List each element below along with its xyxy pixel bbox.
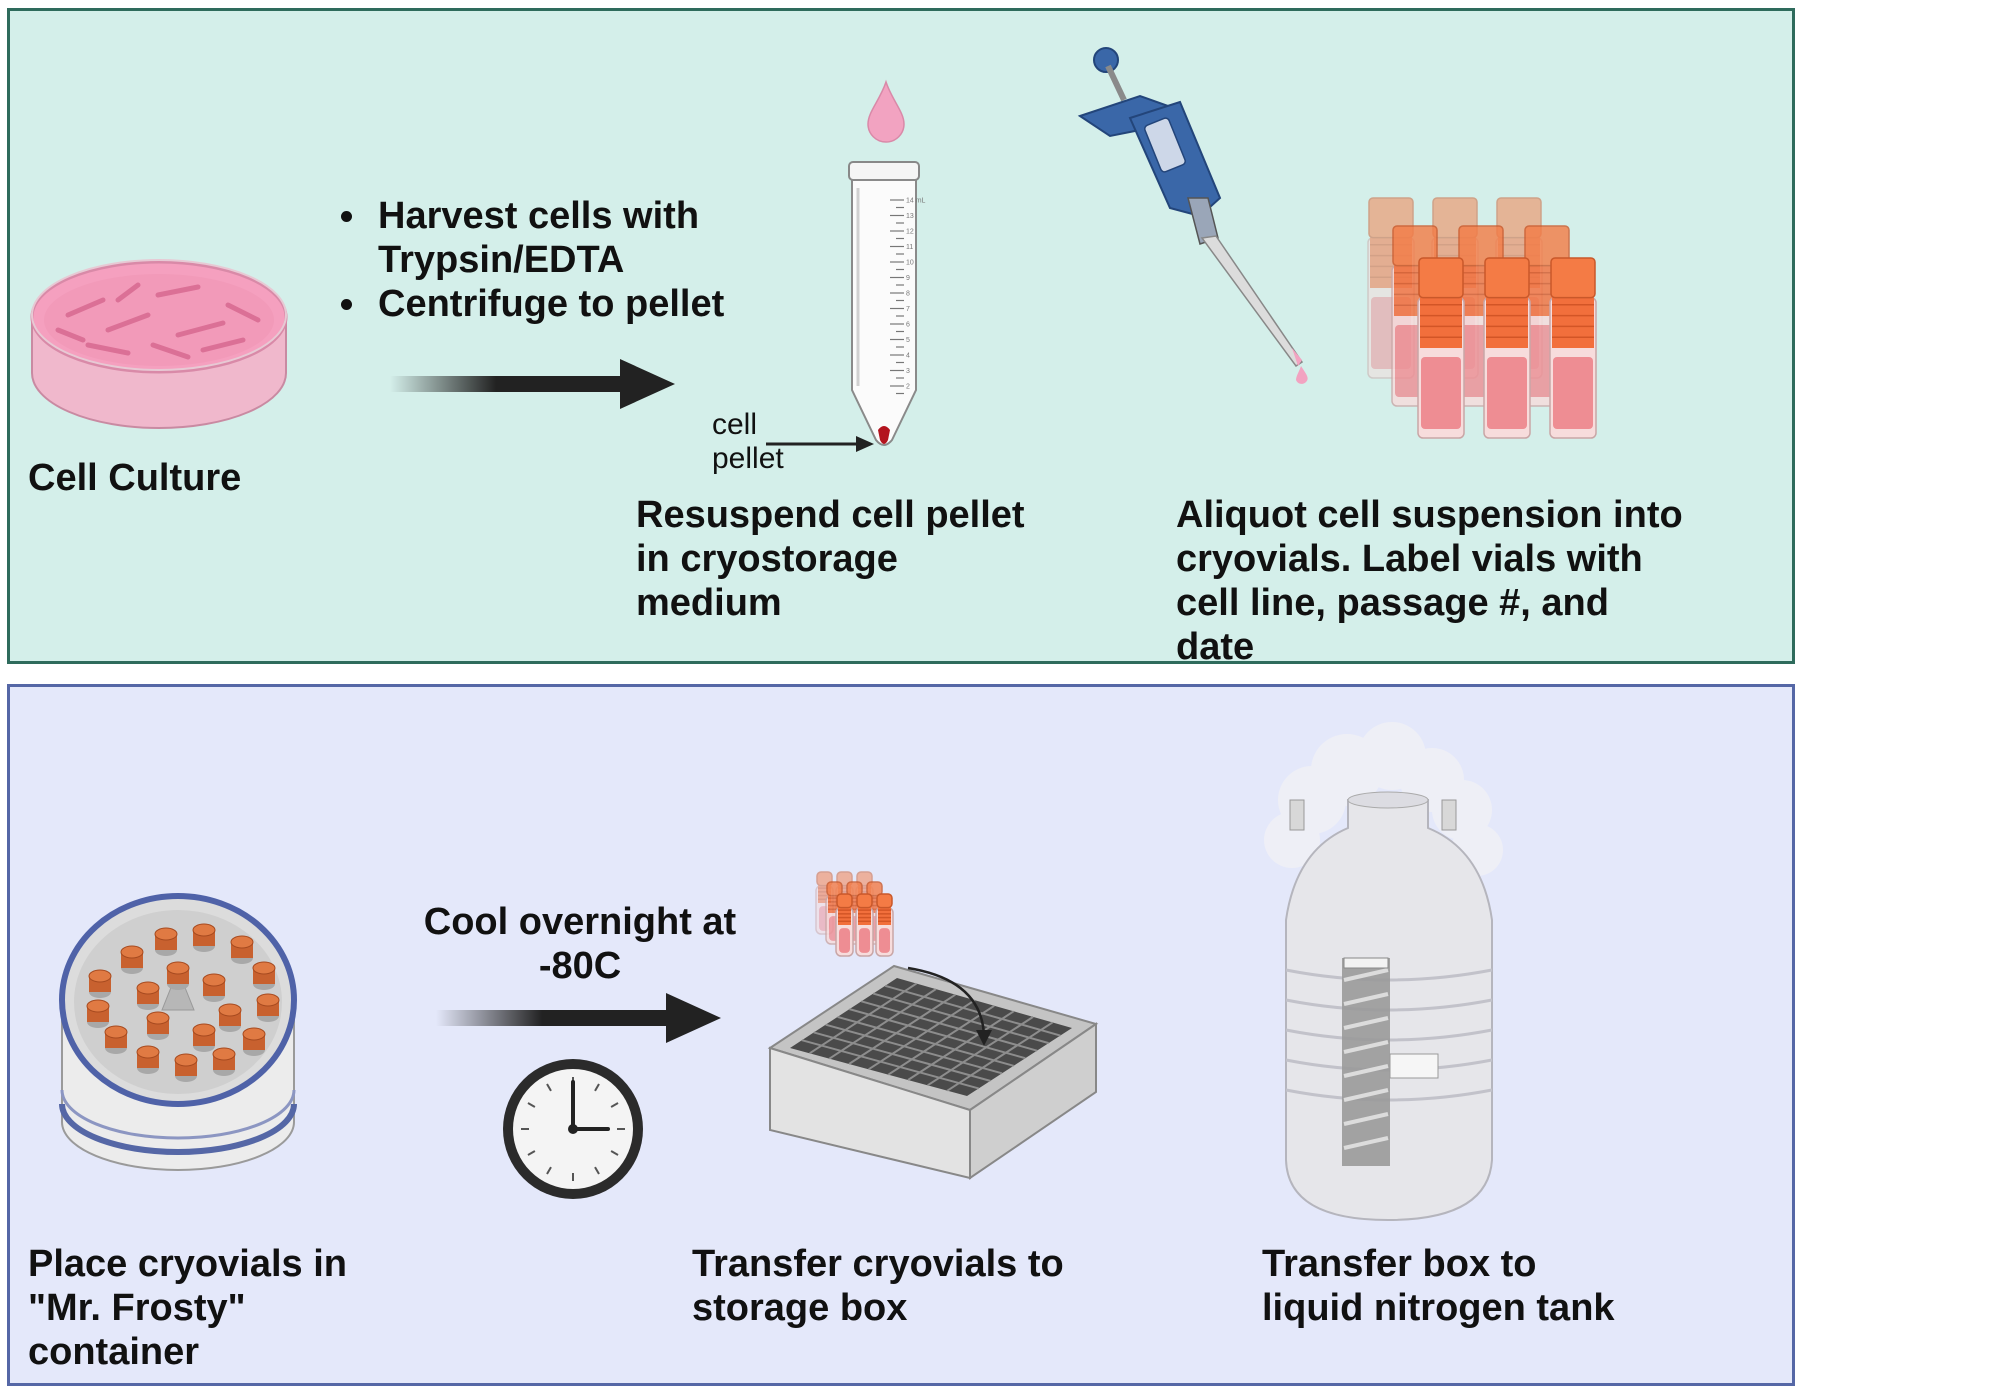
droplet-icon [867, 79, 905, 143]
tube-scale-label: 2 [906, 384, 910, 391]
resuspend-label: Resuspend cell pellet in cryostorage med… [636, 494, 1025, 624]
pellet-pointer-arrow [766, 436, 874, 452]
tube-scale-label: 11 [906, 244, 913, 251]
falcon-tube-icon: 14 mL 13 12 11 10 9 8 7 6 5 4 3 2 [848, 161, 926, 446]
cell-culture-label: Cell Culture [28, 457, 242, 499]
bullet-harvest: Harvest cells with Trypsin/EDTA [370, 194, 724, 282]
cryovials-small-icon [815, 871, 894, 957]
tube-scale-label: 12 [906, 229, 914, 236]
tube-scale-label: 3 [906, 368, 910, 375]
mr-frosty-icon [59, 893, 297, 1171]
nitrogen-tank-icon [1264, 722, 1503, 1222]
arrow-right-icon [436, 993, 721, 1043]
frosty-label: Place cryovials in "Mr. Frosty" containe… [28, 1243, 347, 1373]
tube-scale-label: 9 [906, 275, 910, 282]
tube-scale-label: 4 [906, 353, 910, 360]
cryovials-icon [1367, 197, 1597, 439]
arrow-right-icon [390, 359, 675, 409]
harvest-steps-list: Harvest cells with Trypsin/EDTA Centrifu… [330, 194, 724, 326]
tube-scale-label: 5 [906, 337, 910, 344]
tube-scale-label: 7 [906, 306, 910, 313]
tube-scale-label: 6 [906, 322, 910, 329]
aliquot-label: Aliquot cell suspension into cryovials. … [1176, 494, 1683, 668]
pipette-icon [1077, 47, 1308, 384]
storage-box-icon [767, 964, 1099, 1180]
cool-label: Cool overnight at -80C [423, 901, 737, 987]
tube-scale-label: 13 [906, 213, 914, 220]
tube-scale-label: 8 [906, 291, 910, 298]
tank-label: Transfer box to liquid nitrogen tank [1262, 1243, 1615, 1329]
clock-icon [503, 1059, 643, 1199]
transfer-box-label: Transfer cryovials to storage box [692, 1243, 1064, 1329]
tube-scale-label: 10 [906, 260, 914, 267]
petri-dish-icon [30, 259, 288, 429]
cell-pellet-label: cell pellet [712, 408, 784, 475]
bullet-centrifuge: Centrifuge to pellet [370, 282, 724, 326]
tube-scale-label: 14 mL [906, 198, 926, 205]
